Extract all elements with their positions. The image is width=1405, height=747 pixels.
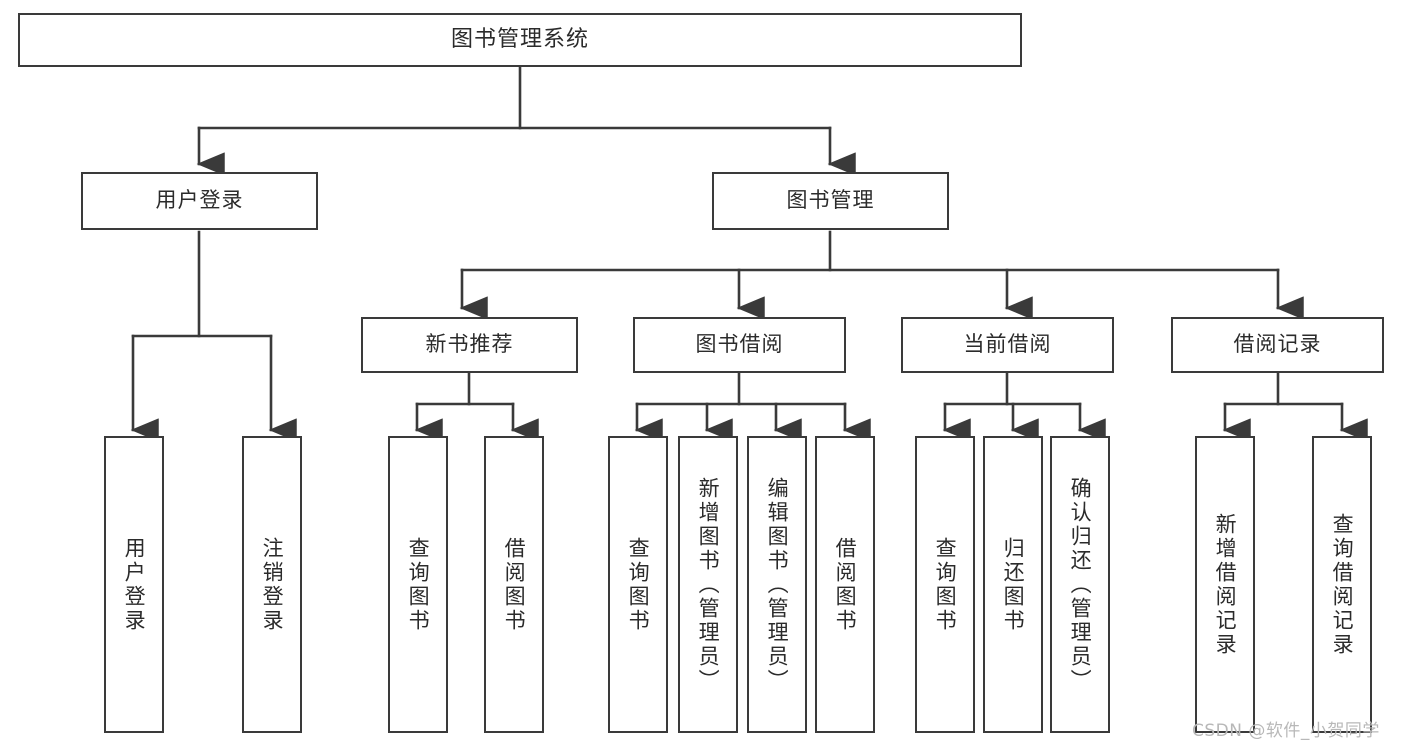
leaf-edit-book-admin[interactable]: 编辑图书（管理员） [747,436,807,733]
node-label: 用户登录 [155,188,244,213]
node-label: 编辑图书（管理员） [765,476,790,693]
leaf-query-book-recommend[interactable]: 查询图书 [388,436,448,733]
node-book-management[interactable]: 图书管理 [712,172,949,230]
node-label: 确认归还（管理员） [1068,476,1093,693]
node-label: 用户登录 [122,536,147,633]
node-label: 借阅记录 [1233,332,1322,357]
leaf-borrow-book[interactable]: 借阅图书 [815,436,875,733]
node-label: 图书管理 [786,188,875,213]
node-label: 图书借阅 [695,332,784,357]
node-book-borrow[interactable]: 图书借阅 [633,317,846,373]
node-label: 图书管理系统 [450,26,589,52]
node-label: 新增图书（管理员） [696,476,721,693]
node-label: 当前借阅 [963,332,1052,357]
node-label: 归还图书 [1001,536,1026,633]
node-label: 查询图书 [933,536,958,633]
node-borrow-records[interactable]: 借阅记录 [1171,317,1384,373]
leaf-return-book[interactable]: 归还图书 [983,436,1043,733]
csdn-watermark: CSDN @软件_小贺同学 [1192,721,1380,741]
node-label: 借阅图书 [833,536,858,633]
leaf-confirm-return-admin[interactable]: 确认归还（管理员） [1050,436,1110,733]
leaf-user-login[interactable]: 用户登录 [104,436,164,733]
leaf-add-book-admin[interactable]: 新增图书（管理员） [678,436,738,733]
node-label: 查询图书 [406,536,431,633]
node-root-system[interactable]: 图书管理系统 [18,13,1022,67]
leaf-query-book-borrow[interactable]: 查询图书 [608,436,668,733]
node-user-login[interactable]: 用户登录 [81,172,318,230]
leaf-borrow-book-recommend[interactable]: 借阅图书 [484,436,544,733]
node-label: 注销登录 [260,536,285,633]
node-label: 新增借阅记录 [1213,512,1238,657]
node-label: 查询借阅记录 [1330,512,1355,657]
node-current-borrow[interactable]: 当前借阅 [901,317,1114,373]
leaf-query-borrow-record[interactable]: 查询借阅记录 [1312,436,1372,733]
leaf-logout[interactable]: 注销登录 [242,436,302,733]
node-label: 借阅图书 [502,536,527,633]
node-label: 查询图书 [626,536,651,633]
node-label: 新书推荐 [425,332,514,357]
leaf-add-borrow-record[interactable]: 新增借阅记录 [1195,436,1255,733]
node-new-book-recommend[interactable]: 新书推荐 [361,317,578,373]
leaf-query-book-current[interactable]: 查询图书 [915,436,975,733]
